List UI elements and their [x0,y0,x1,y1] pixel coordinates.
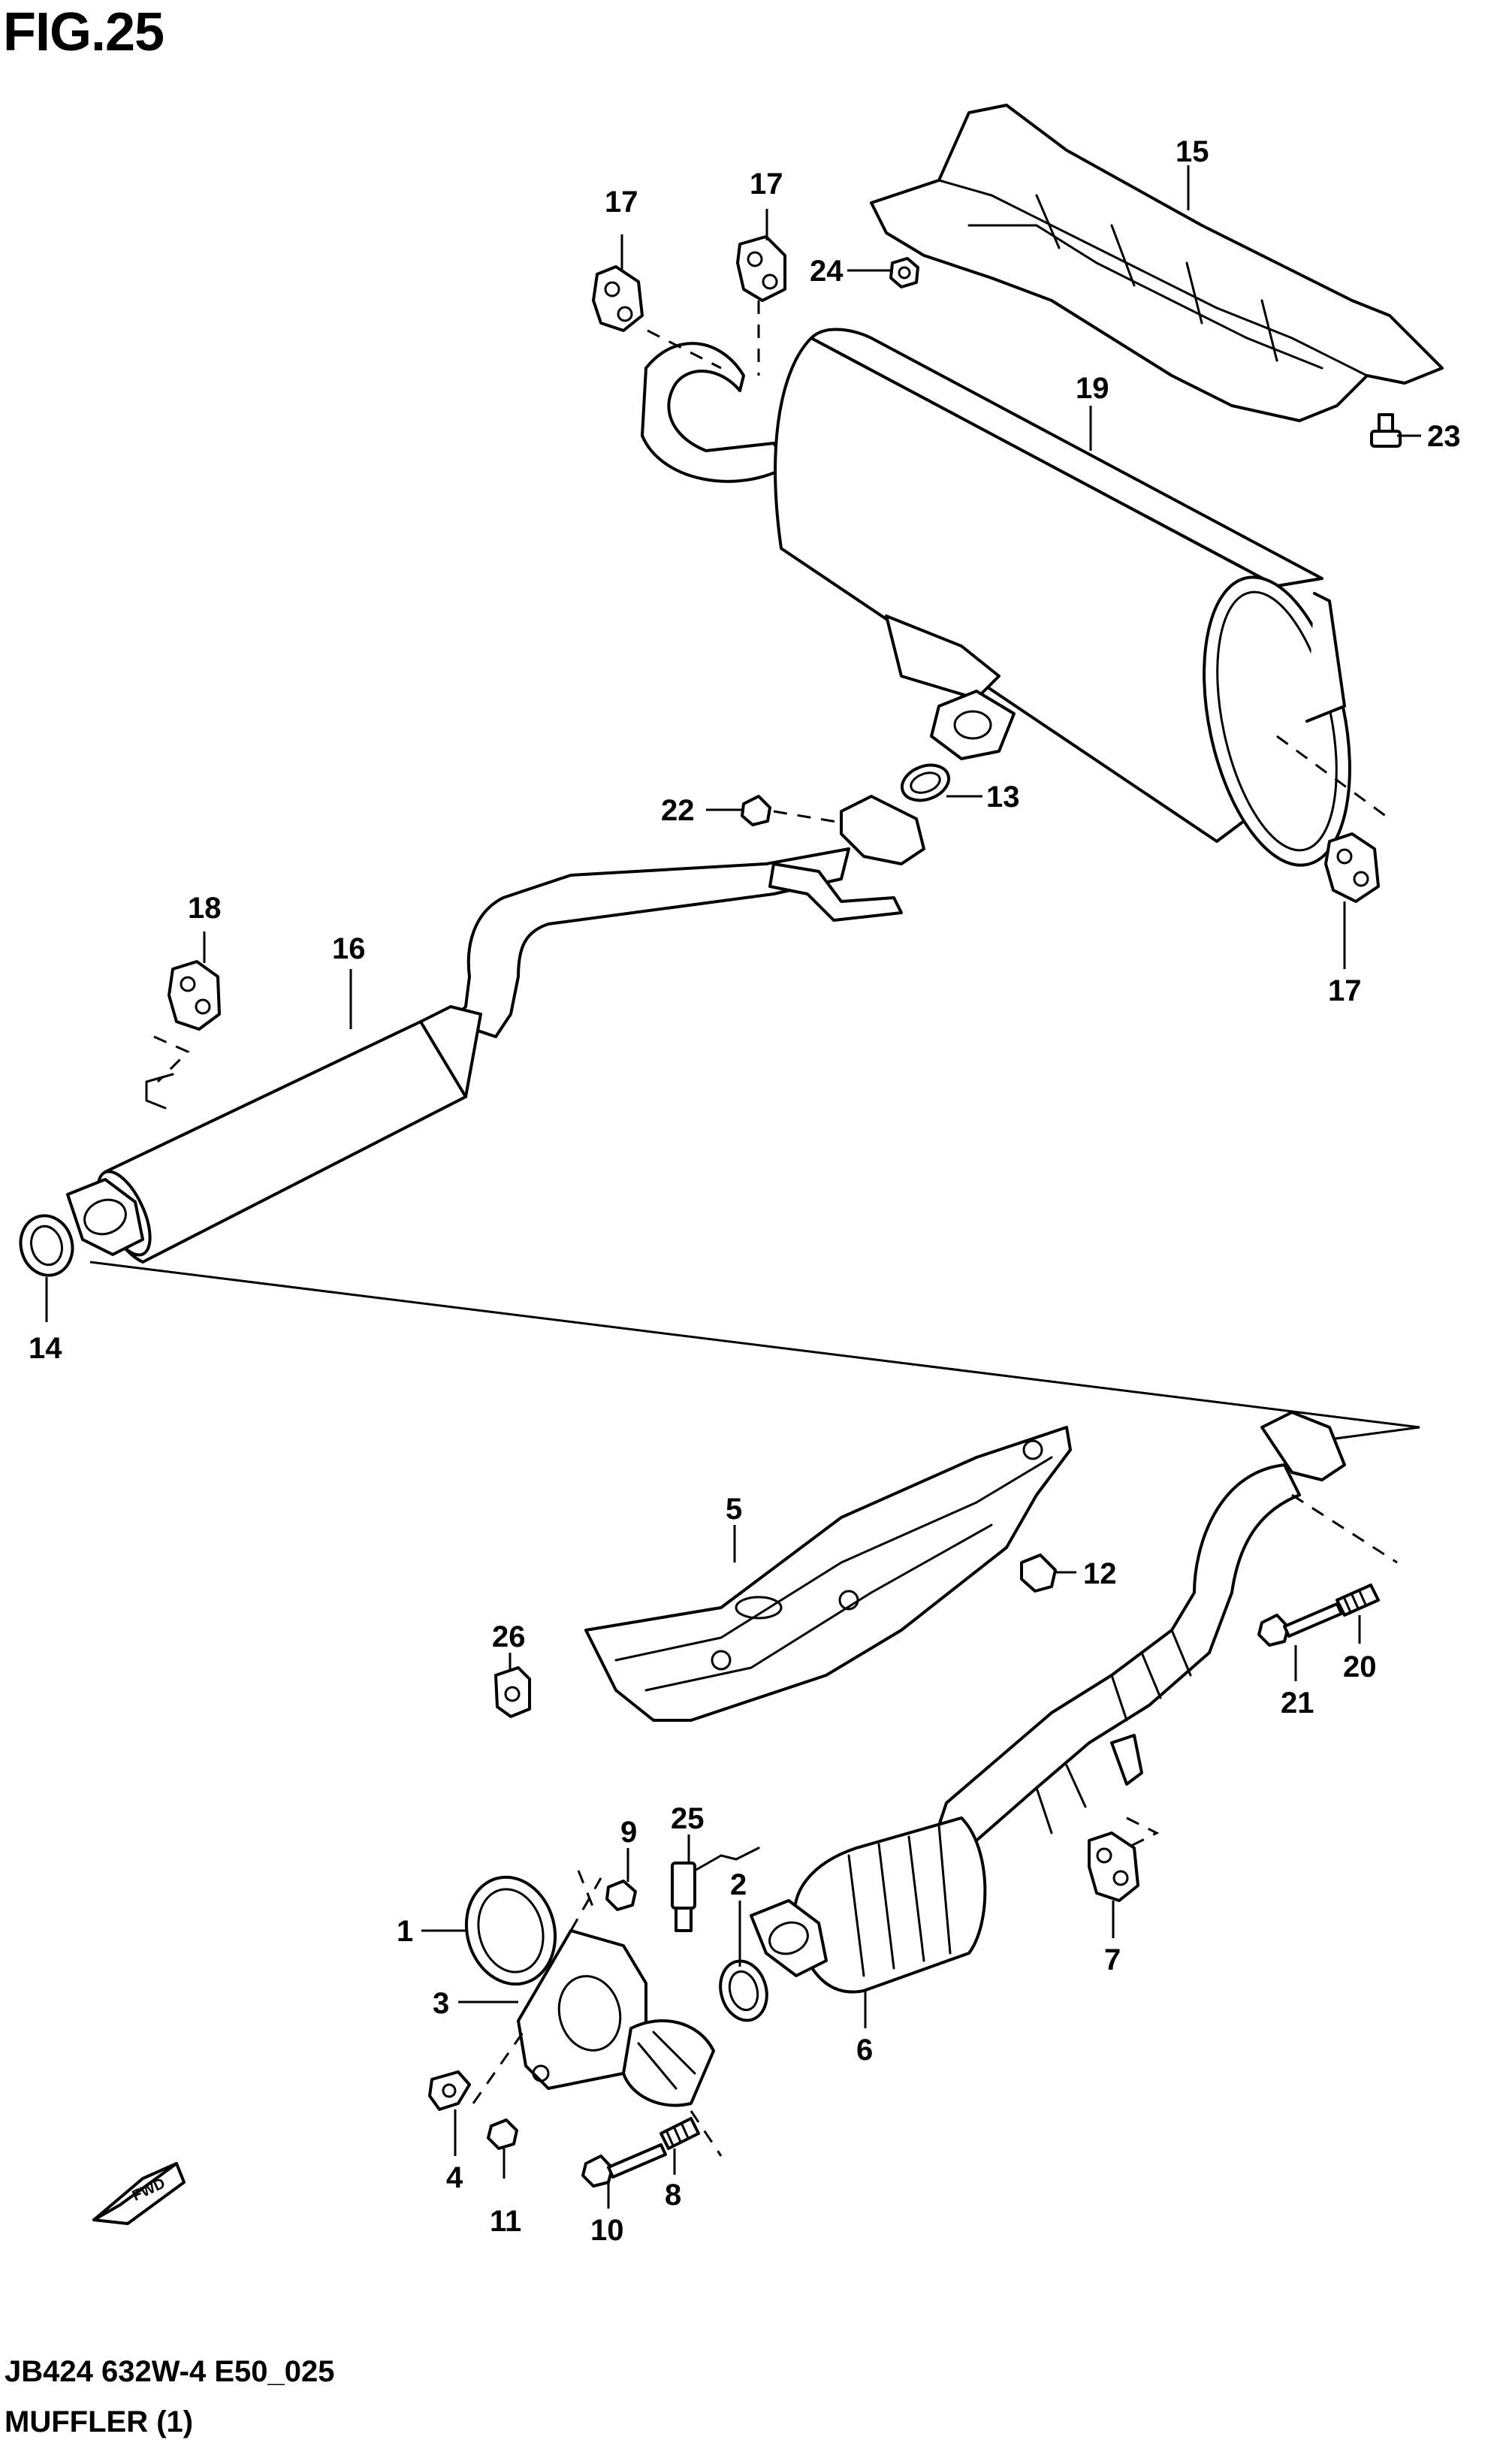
bolt-11 [487,2118,518,2150]
spring-bolt-8 [659,2117,700,2150]
gasket-2 [719,1959,768,2022]
callout-26: 26 [492,1620,526,1653]
rubber-hanger-17-right [1324,832,1380,903]
nut-22 [741,795,771,826]
nut-12 [1020,1554,1057,1593]
bolt-9 [605,1880,637,1911]
callout-2: 2 [730,1868,747,1901]
callout-20: 20 [1343,1650,1377,1683]
callout-19: 19 [1076,372,1109,405]
catalytic-converter-front-pipe [750,1411,1346,1994]
callout-15: 15 [1176,135,1209,168]
rubber-hanger-17-left [592,265,644,332]
spring-bolt-20 [1336,1584,1380,1617]
callout-17c: 17 [1328,974,1362,1007]
callout-21: 21 [1281,1686,1314,1720]
bracket-26 [494,1666,531,1718]
callout-1: 1 [397,1915,413,1948]
exhaust-manifold-flange [517,1929,715,2107]
gasket-13 [901,763,950,802]
heat-shield-upper [870,104,1444,422]
callout-25: 25 [671,1802,705,1835]
forward-direction-arrow: FWD [92,2162,186,2225]
bolt-23 [1370,413,1402,448]
gasket-14 [19,1214,74,1277]
callout-5: 5 [726,1493,742,1526]
gasket-1 [464,1875,557,1986]
callout-14: 14 [29,1332,62,1365]
diagram-name: MUFFLER (1) [5,2405,194,2438]
callout-24: 24 [810,255,844,288]
callout-3: 3 [433,1987,449,2020]
callout-13: 13 [986,781,1020,814]
nut-24 [889,257,919,288]
oxygen-sensor [671,1846,760,1932]
rubber-hanger-7 [1088,1831,1139,1902]
heat-shield-lower [584,1426,1072,1722]
diagram-code: JB424 632W-4 E50_025 [5,2355,335,2388]
callout-4: 4 [446,2161,463,2194]
rubber-hanger-18 [168,960,221,1031]
callout-17a: 17 [605,186,638,219]
figure-title: FIG.25 [3,2,164,62]
rubber-hanger-17-middle [736,235,786,302]
callout-23: 23 [1427,420,1461,453]
callout-9: 9 [620,1816,637,1849]
callout-8: 8 [665,2179,681,2212]
callout-10: 10 [590,2214,624,2247]
callout-12: 12 [1083,1557,1117,1590]
bolt-21 [1257,1602,1343,1647]
callout-16: 16 [332,932,366,965]
main-muffler [641,328,1351,867]
bolt-10 [581,2143,667,2188]
bracket-4 [428,2070,471,2111]
callout-22: 22 [661,794,695,827]
callout-6: 6 [856,2034,873,2067]
callout-11: 11 [490,2205,521,2238]
callout-18: 18 [188,892,222,925]
callout-7: 7 [1104,1943,1121,1976]
center-pipe-resonator [66,795,925,1264]
callout-17b: 17 [750,168,783,201]
